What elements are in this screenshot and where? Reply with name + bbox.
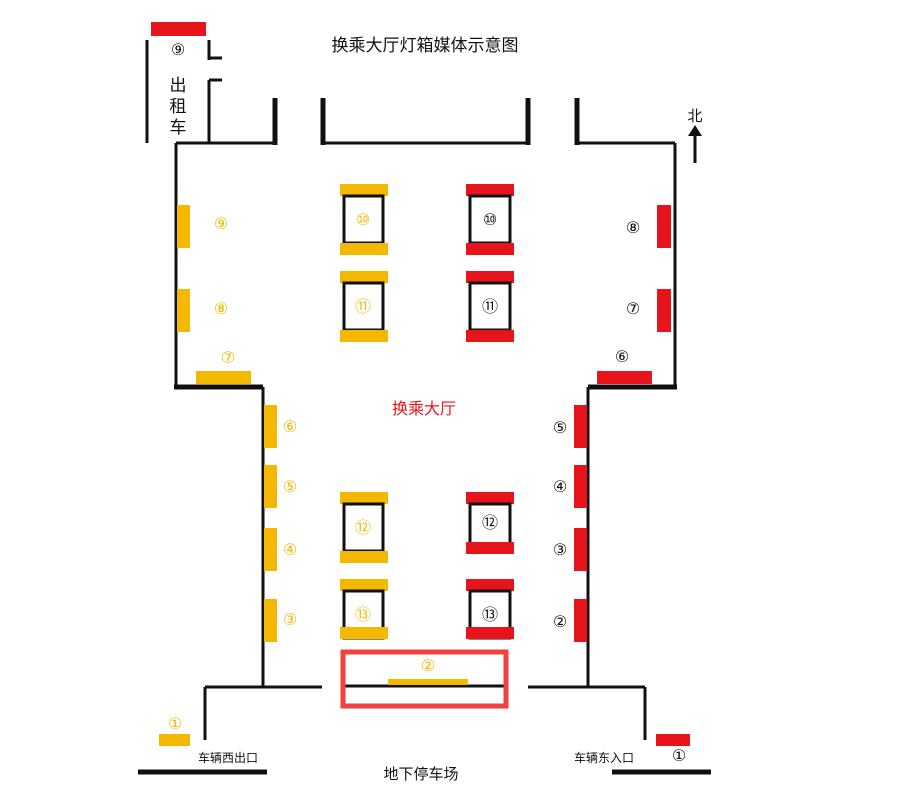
east-entrance-label: 车辆东入口 [574, 750, 634, 765]
pillar-y12-top [340, 492, 388, 504]
marker-pillar-y12: ⑫ [355, 518, 371, 537]
taxi-red-lightbox [151, 22, 206, 36]
marker-bottom-2: ② [421, 656, 435, 675]
marker-west-3: ③ [283, 610, 297, 629]
east-lightboxes: ⑧ ⑦ ⑥ ⑤ ④ ③ ② ① [553, 205, 690, 765]
taxi-label-1: 出 [170, 76, 187, 96]
pillar-y13-bottom [340, 627, 388, 639]
marker-west-9: ⑨ [214, 214, 228, 233]
diagram-title: 换乘大厅灯箱媒体示意图 [332, 36, 519, 56]
marker-east-5: ⑤ [553, 418, 567, 437]
marker-west-4: ④ [283, 540, 297, 559]
pillar-r11-top [466, 271, 514, 283]
lightbox-east-6 [597, 371, 652, 384]
marker-west-6: ⑥ [283, 417, 297, 436]
marker-pillar-y11: ⑪ [355, 297, 371, 316]
pillar-y11 [342, 281, 385, 332]
lightbox-east-2 [574, 599, 587, 642]
north-label: 北 [687, 107, 702, 125]
lightbox-east-4 [574, 465, 587, 508]
marker-west-8: ⑧ [214, 299, 228, 318]
marker-pillar-y10: ⑩ [356, 210, 370, 229]
pillar-y12-bottom [340, 551, 388, 563]
lightbox-east-7 [657, 289, 671, 332]
lightbox-east-5 [574, 405, 587, 448]
bottom-highlight: ② [340, 649, 509, 709]
marker-pillar-r12: ⑫ [482, 513, 498, 532]
parking-label: 地下停车场 [383, 765, 458, 783]
highlight-frame [340, 649, 509, 709]
walls [138, 98, 711, 775]
pillar-y11-top [340, 271, 388, 283]
marker-east-3: ③ [553, 540, 567, 559]
pillars-yellow: ⑩ ⑪ ⑫ ⑬ [340, 184, 388, 640]
lightbox-west-7 [196, 371, 251, 384]
pillar-r11-bottom [466, 330, 514, 342]
marker-east-1: ① [672, 746, 686, 765]
west-exit-label: 车辆西出口 [198, 750, 258, 765]
lightbox-west-8 [177, 289, 190, 332]
marker-east-7: ⑦ [626, 299, 640, 318]
lightbox-west-4 [264, 528, 277, 571]
pillar-r12-top [466, 492, 514, 504]
pillar-r13-bottom [466, 627, 514, 639]
lightbox-west-6 [264, 405, 277, 448]
pillar-y10-top [340, 184, 388, 196]
marker-east-4: ④ [553, 477, 567, 496]
taxi-area: ⑨ 出 租 车 [145, 22, 222, 143]
pillars-red: ⑩ ⑪ ⑫ ⑬ [466, 184, 514, 640]
marker-west-5: ⑤ [283, 477, 297, 496]
pillar-y10-bottom [340, 243, 388, 255]
pillar-y11-bottom [340, 330, 388, 342]
lightbox-bottom-2 [388, 679, 468, 685]
marker-pillar-y13: ⑬ [355, 605, 371, 624]
north-arrow: 北 [687, 107, 703, 163]
lightbox-east-3 [574, 528, 587, 571]
pillar-r10-top [466, 184, 514, 196]
marker-pillar-r11: ⑪ [482, 297, 498, 316]
lightbox-west-1 [159, 734, 190, 746]
west-lightboxes: ⑨ ⑧ ⑦ ⑥ ⑤ ④ ③ ① [159, 205, 297, 746]
marker-east-2: ② [553, 612, 567, 631]
taxi-label-3: 车 [170, 118, 187, 138]
marker-west-1: ① [168, 714, 182, 733]
pillar-r13-top [466, 579, 514, 591]
marker-taxi-9: ⑨ [171, 40, 185, 59]
lightbox-west-5 [264, 465, 277, 508]
lightbox-west-3 [264, 599, 277, 642]
pillar-y13-top [340, 579, 388, 591]
marker-east-6: ⑥ [615, 347, 629, 366]
hall-label: 换乘大厅 [392, 399, 456, 418]
pillar-r10-bottom [466, 243, 514, 255]
marker-pillar-r10: ⑩ [483, 210, 497, 229]
lightbox-east-1 [656, 734, 690, 746]
marker-pillar-r13: ⑬ [482, 605, 498, 624]
taxi-label-2: 租 [170, 97, 187, 117]
marker-east-8: ⑧ [626, 218, 640, 237]
pillar-r12-bottom [466, 542, 514, 554]
lightbox-east-8 [657, 205, 671, 248]
north-arrow-head [688, 125, 702, 136]
marker-west-7: ⑦ [221, 348, 235, 367]
lightbox-west-9 [177, 205, 190, 248]
